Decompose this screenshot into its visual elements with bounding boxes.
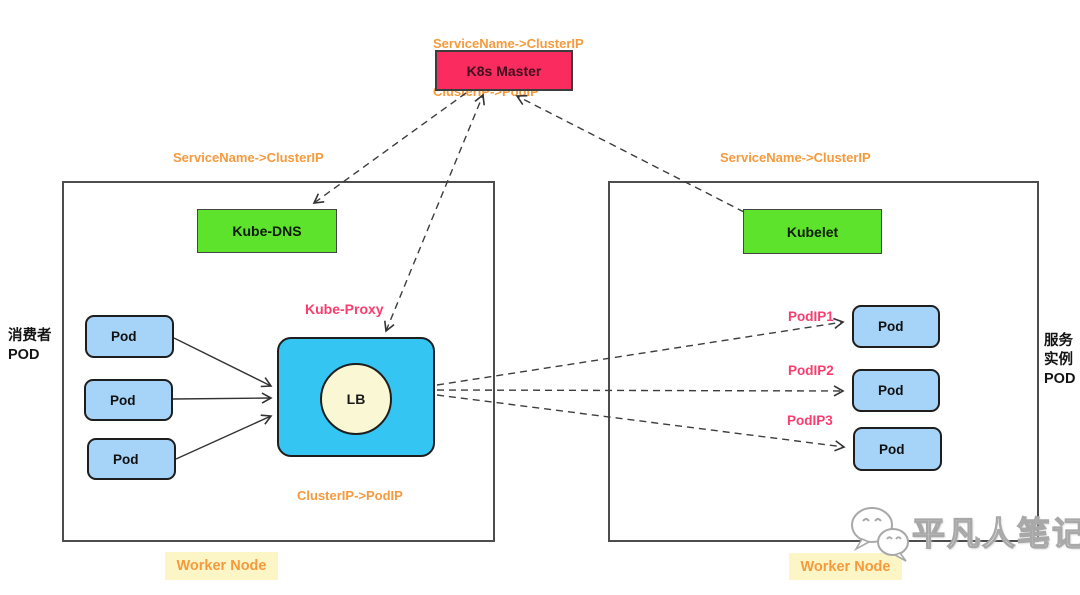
service-pod-1: Pod	[852, 305, 940, 348]
right-worker-node-label: Worker Node	[789, 553, 902, 580]
service-side-line2: 实例	[1044, 352, 1073, 368]
worker-node-text: Worker Node	[176, 558, 267, 574]
kube-dns-label: Kube-DNS	[232, 223, 302, 239]
cluster-to-podip-annotation: ClusterIP->PodIP	[297, 488, 403, 503]
service-pod-3: Pod	[853, 427, 942, 471]
consumer-side-line1: 消费者	[8, 328, 52, 344]
pod-label: Pod	[113, 451, 139, 467]
kubelet-label: Kubelet	[786, 223, 839, 240]
pod-label: Pod	[879, 441, 905, 457]
pod-ip-label-1: PodIP1	[788, 309, 834, 324]
pod-label: Pod	[111, 329, 137, 344]
pod-label: Pod	[878, 383, 904, 398]
lb-circle: LB	[320, 363, 392, 435]
kubelet-box: Kubelet	[743, 209, 882, 254]
service-side-line3: POD	[1044, 371, 1076, 387]
service-side-line1: 服务	[1044, 333, 1073, 349]
master-annotation-line1: ServiceName->ClusterIP	[433, 36, 584, 51]
pod-label: Pod	[878, 319, 904, 334]
pod-label: Pod	[110, 392, 136, 408]
kube-proxy-label: Kube-Proxy	[305, 301, 384, 317]
left-node-annotation: ServiceName->ClusterIP	[173, 150, 324, 165]
consumer-pod-side-label: 消费者 POD	[8, 327, 52, 365]
left-worker-node-label: Worker Node	[165, 552, 278, 580]
k8s-master-label: K8s Master	[466, 62, 542, 79]
kube-dns-box: Kube-DNS	[197, 209, 337, 253]
watermark: 平凡人笔记	[848, 502, 1080, 564]
lb-label: LB	[346, 391, 366, 407]
k8s-master-box: K8s Master	[435, 50, 573, 91]
service-pod-2: Pod	[852, 369, 940, 412]
service-pod-side-label: 服务 实例 POD	[1044, 332, 1075, 389]
consumer-pod-1: Pod	[85, 315, 174, 358]
consumer-pod-3: Pod	[87, 438, 176, 480]
consumer-pod-2: Pod	[84, 379, 173, 421]
watermark-text: 平凡人笔记	[911, 514, 1080, 552]
consumer-side-line2: POD	[8, 347, 40, 363]
wechat-icon	[851, 507, 909, 562]
right-node-annotation: ServiceName->ClusterIP	[720, 150, 871, 165]
worker-node-text: Worker Node	[800, 558, 891, 575]
